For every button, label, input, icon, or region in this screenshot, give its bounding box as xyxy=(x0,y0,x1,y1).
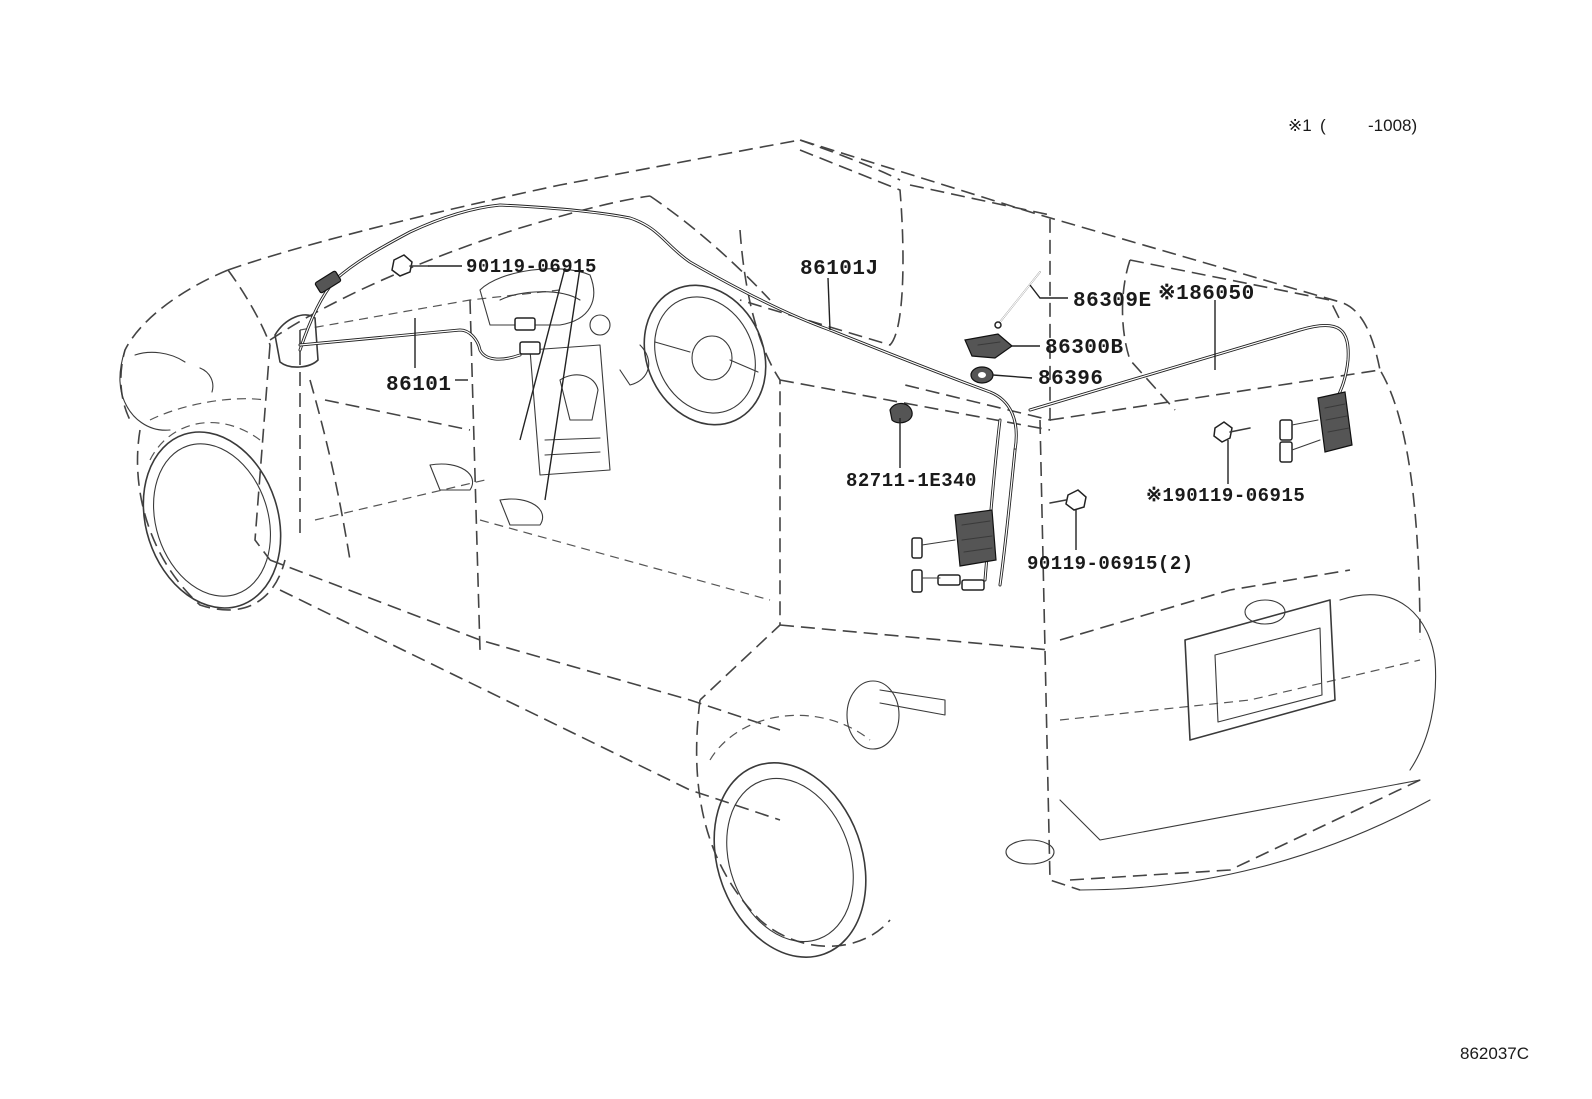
footnote-mark: ※1 xyxy=(1288,116,1312,135)
rear-harness-86050 xyxy=(983,324,1350,587)
antenna-nut-icon xyxy=(970,366,994,384)
label-bolt-rear: ※190119-06915 xyxy=(1146,485,1305,507)
bolt-front-icon xyxy=(391,254,429,277)
tuner-module-icon xyxy=(911,509,997,593)
label-antenna-nut: 86396 xyxy=(1038,368,1104,391)
label-clamp: 82711-1E340 xyxy=(846,470,977,492)
antenna-base-icon xyxy=(964,333,1013,359)
bolt-pair-icon xyxy=(1049,489,1087,511)
front-wheel xyxy=(136,421,286,611)
label-bolt-pair: 90119-06915(2) xyxy=(1027,553,1194,575)
footnote-paren-open: ( xyxy=(1320,116,1326,135)
interior xyxy=(274,268,767,526)
label-harness-front: 86101 xyxy=(386,374,452,397)
label-antenna-base: 86300B xyxy=(1045,337,1124,360)
steering-wheel xyxy=(643,284,767,426)
label-harness-roof: 86101J xyxy=(800,258,879,281)
bolt-rear-icon xyxy=(1213,421,1251,443)
clamp-icon xyxy=(889,402,913,424)
figure-code: 862037C xyxy=(1460,1044,1529,1063)
antenna-rod-icon xyxy=(994,271,1041,329)
antenna-harness-86101 xyxy=(298,203,1018,452)
vehicle-body xyxy=(119,139,1437,958)
label-antenna-rod: 86309E xyxy=(1073,290,1152,313)
label-harness-rear: ※186050 xyxy=(1158,282,1255,306)
license-plate xyxy=(1184,599,1336,741)
footnote-range: -1008) xyxy=(1368,116,1417,135)
rear-wheel xyxy=(695,699,891,958)
leader-lines xyxy=(414,265,1229,550)
amplifier-module-icon xyxy=(1279,391,1353,463)
label-bolt-front: 90119-06915 xyxy=(466,256,597,278)
